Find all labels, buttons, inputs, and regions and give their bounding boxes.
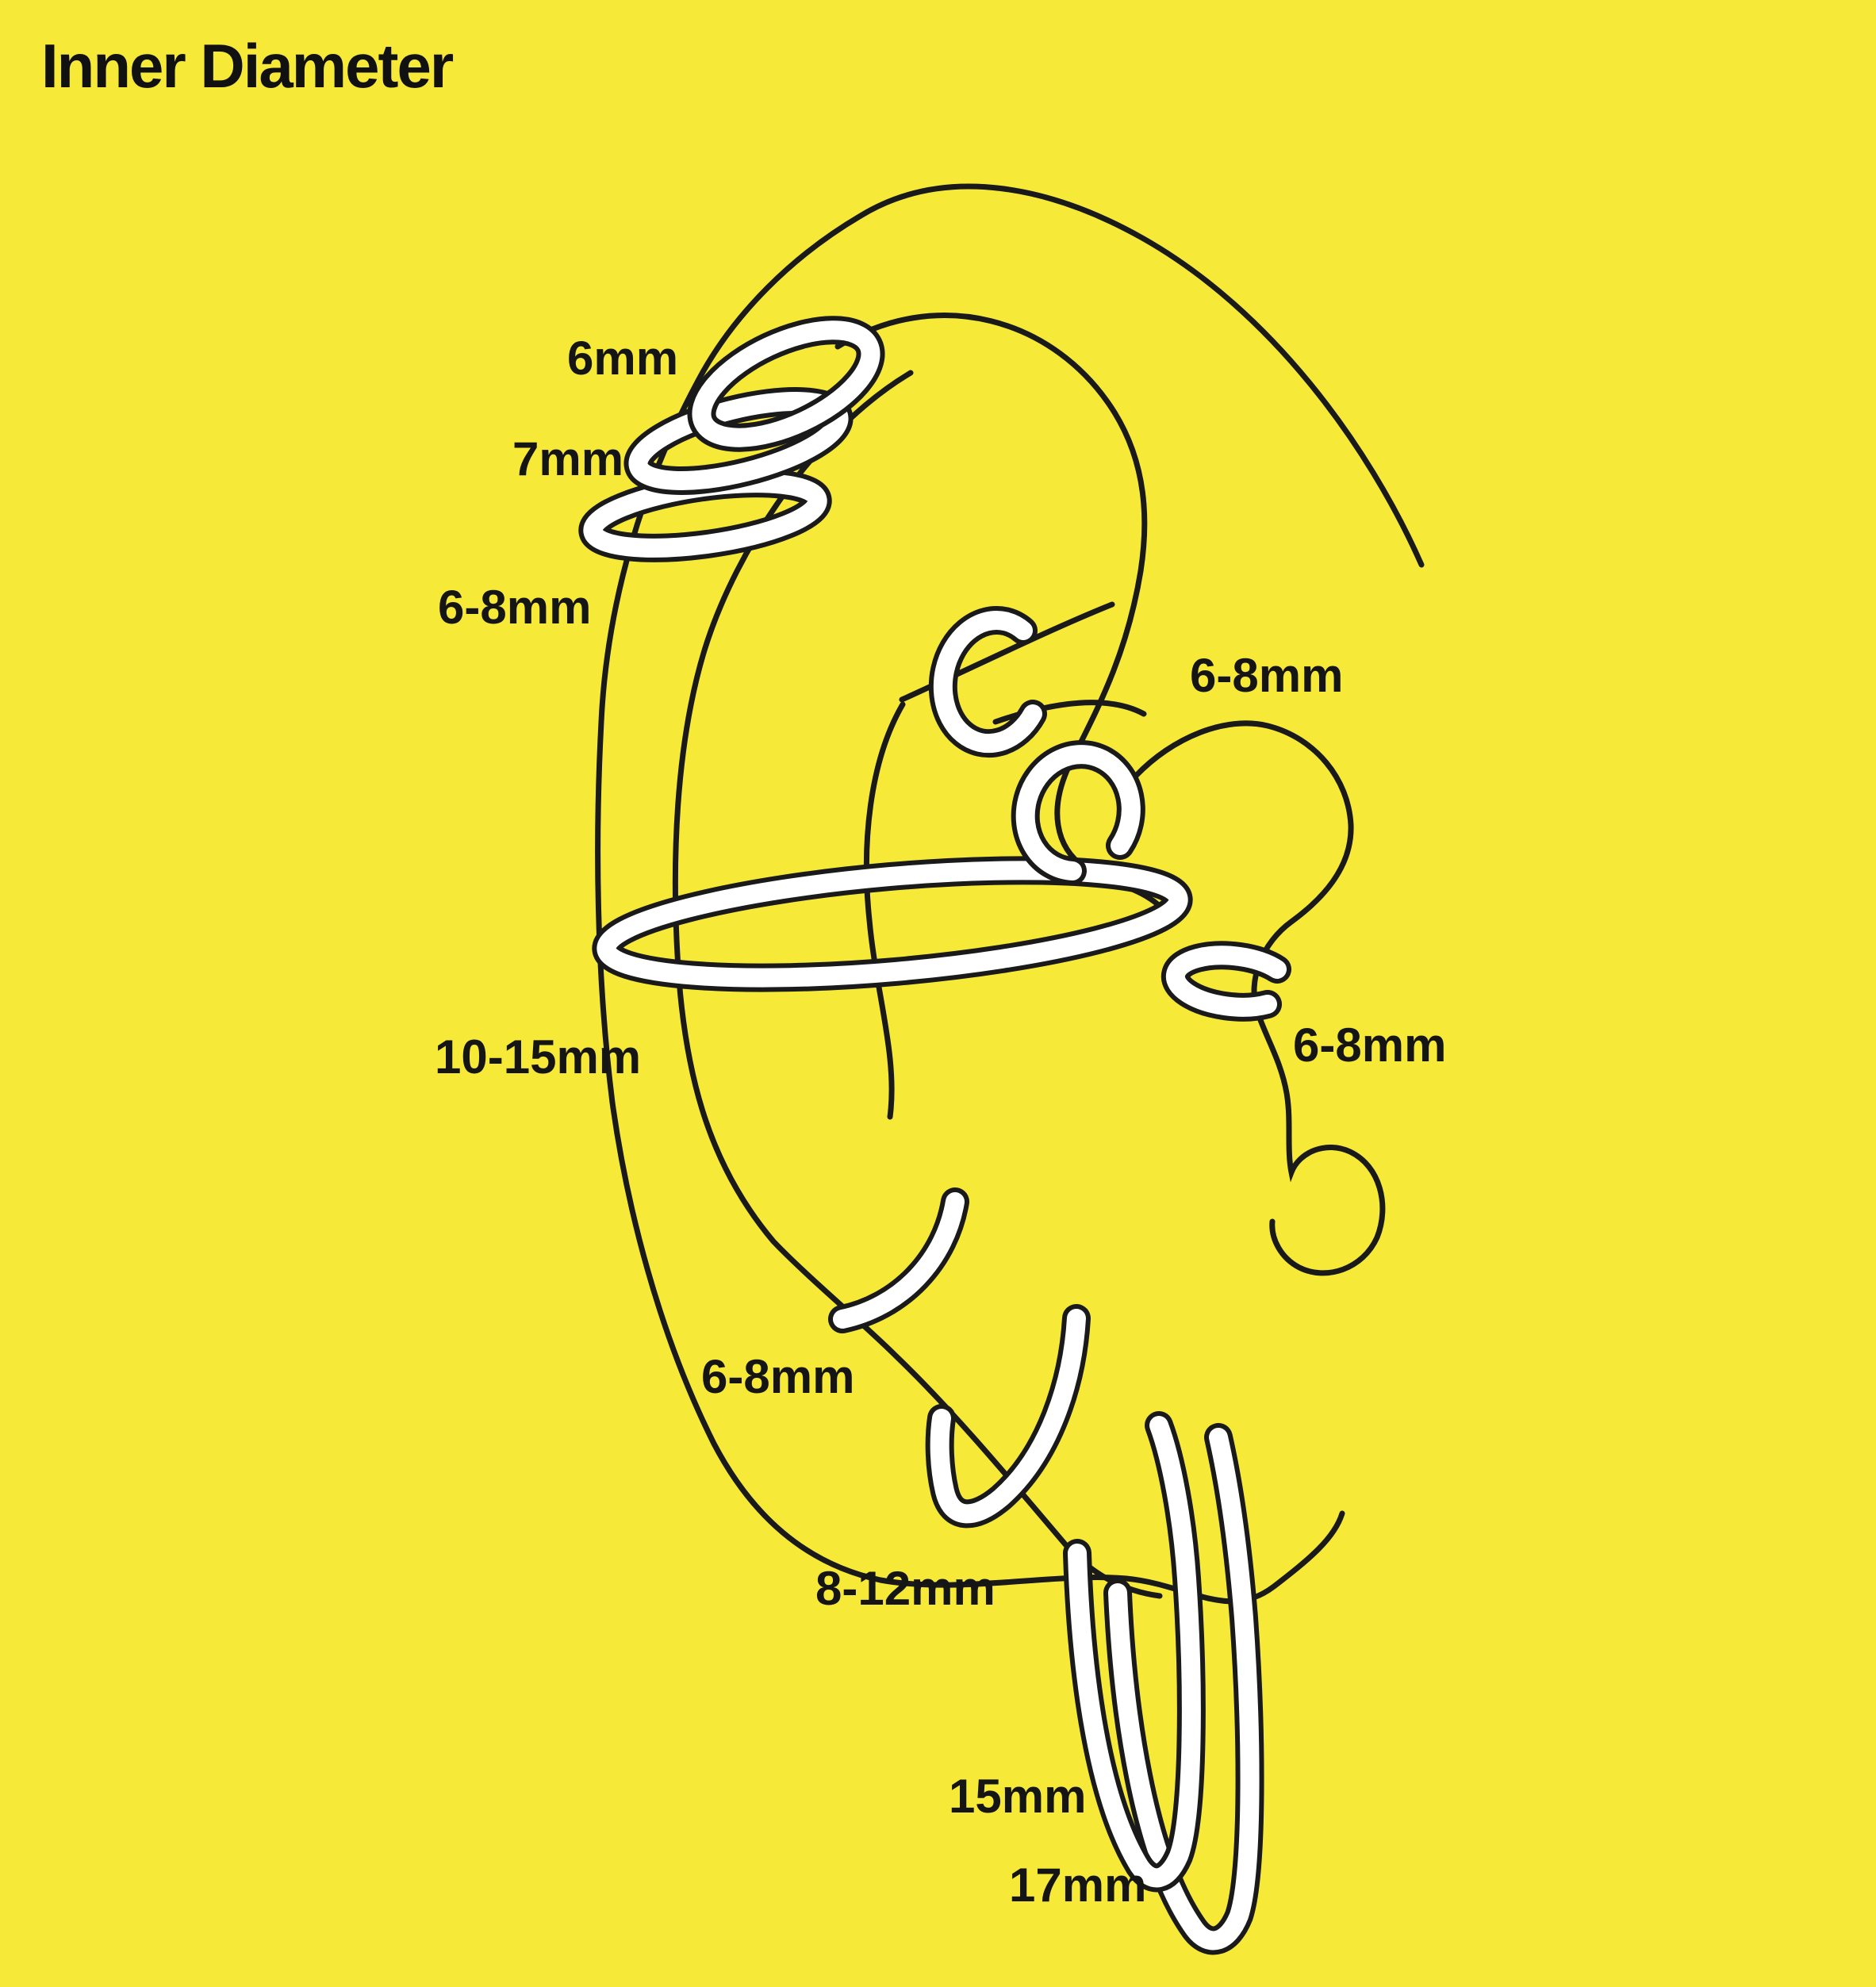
ear-tragus-antitragus-line (1133, 720, 1386, 1276)
ring-mid-helix-10-15mm (592, 856, 1193, 992)
label-10-15mm: 10-15mm (435, 1030, 642, 1084)
ring-daith (1011, 740, 1145, 885)
ring-helix-6mm (687, 316, 885, 452)
label-upper-lobe-6-8mm: 6-8mm (701, 1350, 855, 1403)
page-title: Inner Diameter (41, 31, 454, 101)
label-lobe-15mm: 15mm (949, 1770, 1087, 1823)
label-lobe-8-12mm: 8-12mm (815, 1562, 996, 1615)
hoop-lobe-17mm (1103, 1423, 1264, 1955)
ear-concha-line (863, 701, 906, 1120)
hoop-lobe-15mm (1063, 1411, 1206, 1893)
ring-tragus-6-8mm (1161, 941, 1291, 1022)
label-helix-6mm: 6mm (567, 332, 679, 385)
label-rook-6-8mm: 6-8mm (1190, 649, 1344, 702)
hoop-lobe-8-12mm (925, 1304, 1091, 1529)
hoop-upper-lobe-6-8mm (828, 1187, 969, 1333)
label-tragus-6-8mm: 6-8mm (1293, 1018, 1447, 1072)
label-helix-6-8mm: 6-8mm (438, 581, 592, 634)
ring-rook-6-8mm (928, 606, 1047, 758)
label-helix-7mm: 7mm (512, 432, 624, 485)
label-lobe-17mm: 17mm (1009, 1858, 1147, 1912)
